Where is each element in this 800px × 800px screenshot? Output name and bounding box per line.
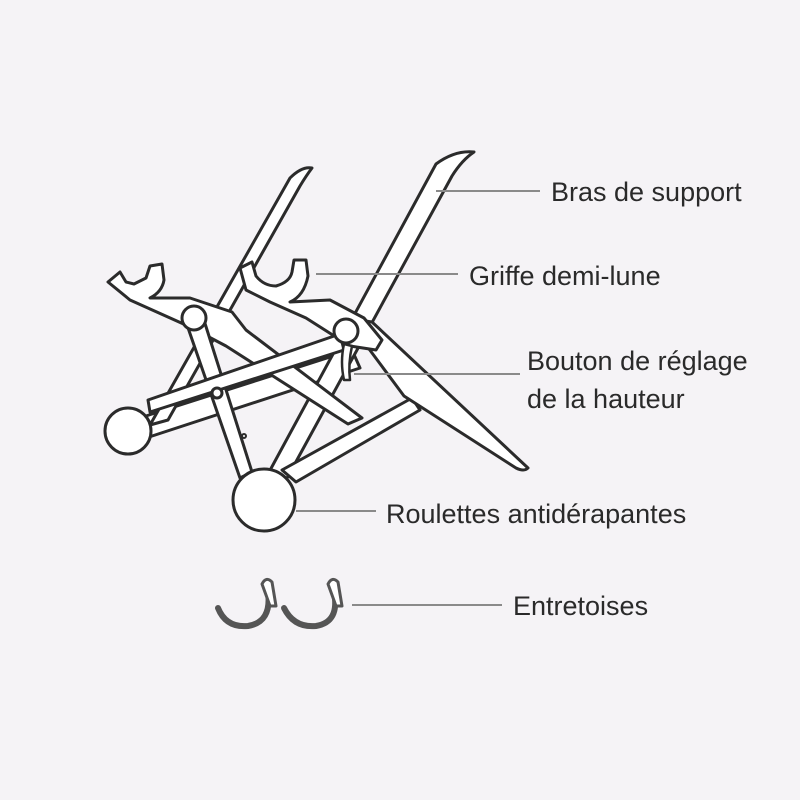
rear-slanted-leg [344,316,530,472]
spacer-left [215,581,272,630]
spacer-left-hook [260,577,278,608]
spacer-right [281,581,339,630]
small-rivet [241,433,247,439]
left-anti-slip-wheel [103,406,153,456]
spacer-right-hook [326,577,344,608]
spacers-label: Entretoises [513,591,649,621]
height-knob-label-line1: Bouton de réglage [527,346,748,376]
height-adjustment-knob [332,317,360,345]
front-anti-slip-wheel [231,467,297,533]
middle-joint-pin [210,386,224,400]
anti-slip-wheels-label: Roulettes antidérapantes [386,499,687,529]
right-base-leg [280,396,422,484]
left-claw-platform [106,262,364,426]
knob-latch [340,342,354,382]
support-arms-label: Bras de support [551,177,742,207]
left-support-arm [148,166,314,427]
height-knob-label-line2: de la hauteur [527,384,685,414]
left-joint-pin [180,304,208,332]
half-moon-claw-label: Griffe demi-lune [469,261,661,291]
